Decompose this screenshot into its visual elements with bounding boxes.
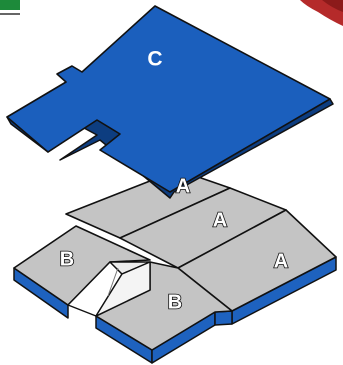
side-faces <box>13 256 337 364</box>
corner-decorations <box>0 0 343 26</box>
step-side <box>214 310 233 326</box>
red-corner-shade <box>322 0 343 12</box>
notch-cutout <box>67 261 151 317</box>
label-c: C <box>147 48 162 71</box>
label-b-bottom: B <box>168 291 182 313</box>
green-corner-tab <box>0 0 20 10</box>
panel-labels: C A A A B B <box>59 48 289 315</box>
panel-b-left <box>13 225 151 306</box>
label-a-right: A <box>274 250 288 272</box>
notch-face-right <box>95 261 151 317</box>
notch-crease <box>107 267 119 297</box>
label-b-left: B <box>60 248 74 270</box>
top-faces <box>13 169 337 351</box>
panel-c <box>6 5 331 193</box>
label-a-top: A <box>176 175 190 197</box>
label-a-middle: A <box>213 209 227 231</box>
lower-assembly <box>13 169 337 364</box>
panel-c-group <box>6 5 334 199</box>
